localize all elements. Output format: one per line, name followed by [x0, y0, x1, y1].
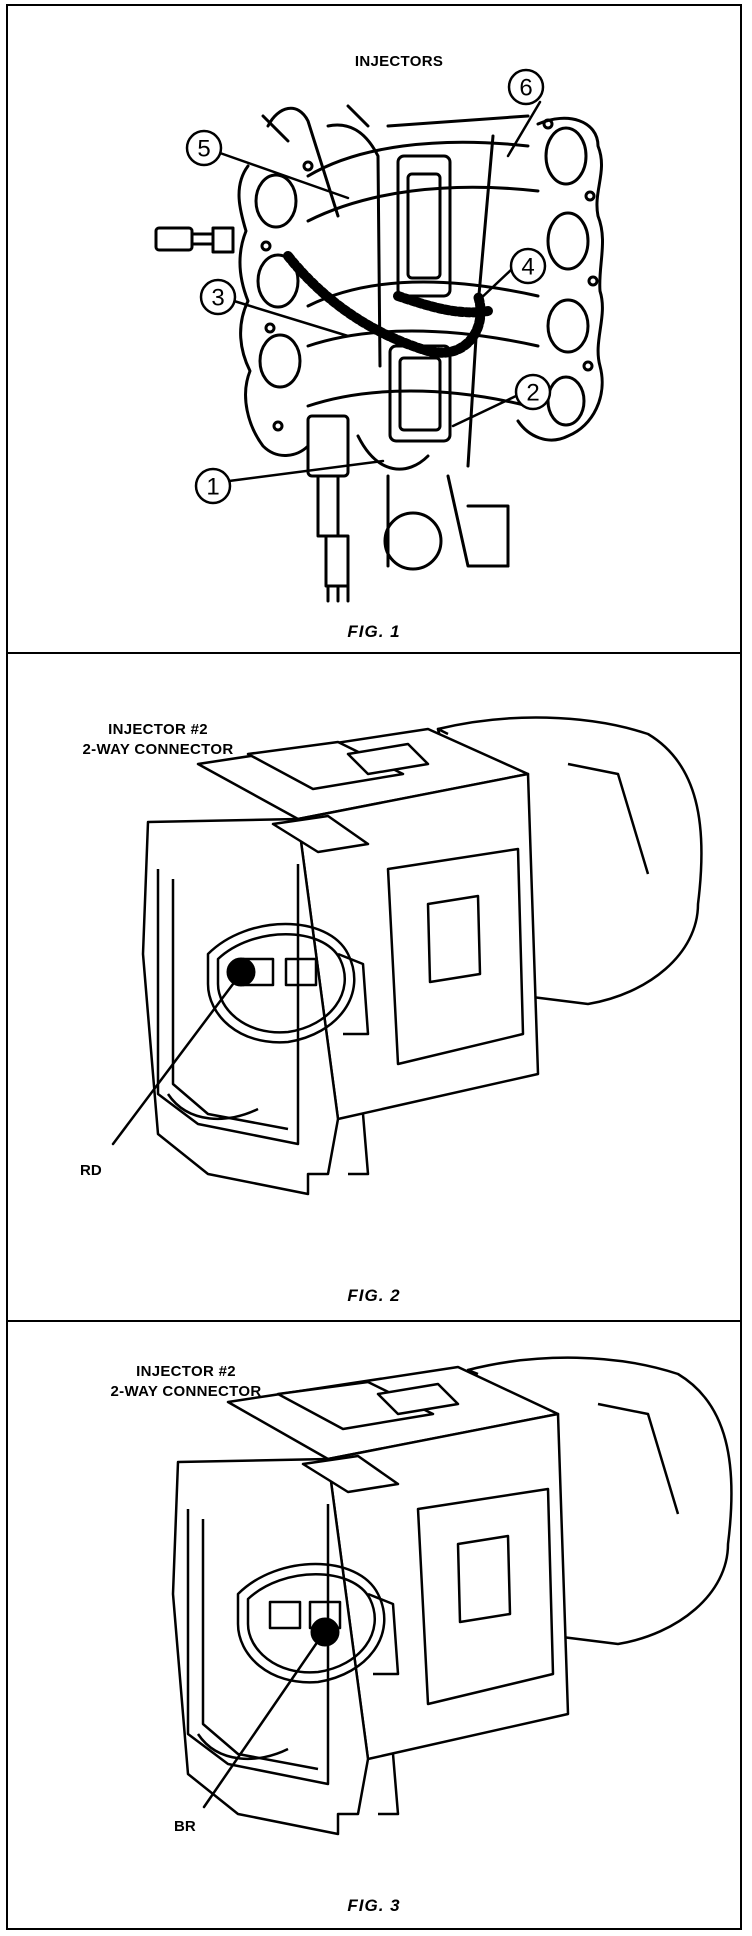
fig2-panel: INJECTOR #2 2-WAY CONNECTOR	[8, 654, 740, 1320]
callout-4-label: 4	[521, 254, 534, 281]
callout-6-label: 6	[519, 75, 532, 102]
callout-2-label: 2	[526, 380, 539, 407]
fig1-caption: FIG. 1	[347, 622, 401, 641]
fig3-panel: INJECTOR #2 2-WAY CONNECTOR	[8, 1322, 740, 1928]
callout-3-label: 3	[211, 285, 224, 312]
callout-3-circle	[199, 278, 237, 316]
fig3-wire-label: BR	[174, 1818, 196, 1835]
fig1-fig2-divider	[8, 652, 740, 654]
callout-6-circle	[507, 68, 545, 106]
fig2-title-line1: INJECTOR #2	[108, 721, 208, 738]
fig1-title: INJECTORS	[354, 53, 444, 70]
fig3-title-line1: INJECTOR #2	[136, 1363, 236, 1380]
rd-terminal-dot	[226, 957, 256, 987]
br-terminal-dot	[310, 1617, 340, 1647]
callout-5-label: 5	[197, 136, 210, 163]
callout-1-label: 1	[206, 474, 219, 501]
fig2-caption: FIG. 2	[347, 1286, 401, 1305]
fig1-panel: INJECTORS	[8, 6, 740, 652]
fig3-caption: FIG. 3	[347, 1896, 401, 1915]
fig2-title-line2: 2-WAY CONNECTOR	[82, 741, 234, 758]
callout-5-circle	[185, 129, 223, 167]
callout-4-circle	[509, 247, 547, 285]
fig2-fig3-divider	[8, 1320, 740, 1322]
fig2-wire-label: RD	[80, 1162, 102, 1179]
callout-2-circle	[514, 373, 552, 411]
injector-engine-drawing: 5 6 3 4 2 1	[154, 68, 605, 603]
connector-drawing-fig2	[111, 716, 703, 1196]
callout-1-circle	[194, 467, 232, 505]
fig3-title-line2: 2-WAY CONNECTOR	[110, 1383, 262, 1400]
connector-drawing-fig3	[171, 1356, 733, 1836]
figure-sheet: INJECTORS	[6, 4, 742, 1930]
